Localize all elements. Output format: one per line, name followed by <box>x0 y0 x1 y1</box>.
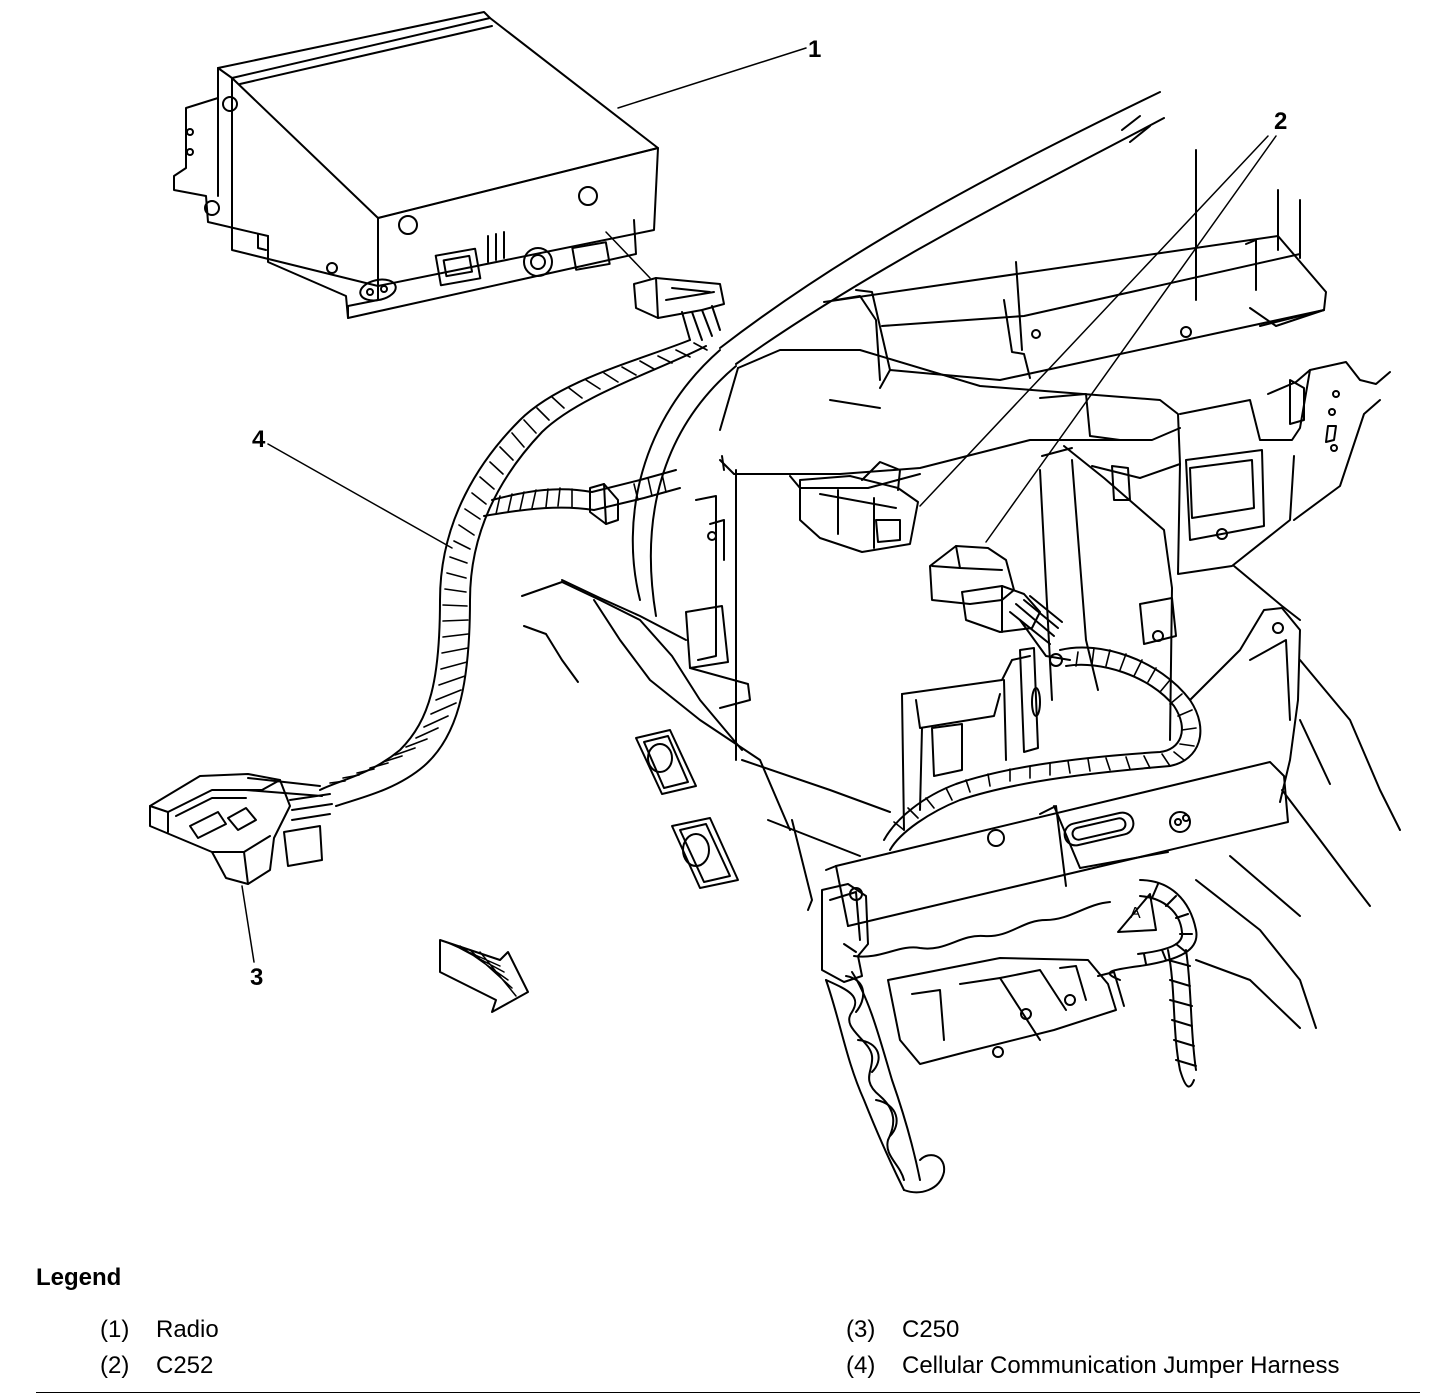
jumper-harness <box>319 339 708 807</box>
callout-3: 3 <box>250 964 264 991</box>
legend-item-number: (1) <box>100 1316 130 1343</box>
view-letter-a: A <box>1130 905 1141 922</box>
console-inserts <box>635 729 739 889</box>
console-bracket <box>821 607 1301 1065</box>
legend-item-c250: (3) C250 <box>846 1316 959 1344</box>
c252-connector <box>929 545 1071 667</box>
bottom-rule <box>36 1392 1420 1393</box>
legend-item-radio: (1) Radio <box>100 1316 219 1344</box>
legend-item-jumper-harness: (4) Cellular Communication Jumper Harness <box>846 1352 1340 1380</box>
instrument-panel <box>521 91 1401 1029</box>
legend-item-label: C252 <box>156 1352 214 1379</box>
legend-item-c252: (2) C252 <box>100 1352 213 1380</box>
legend-item-label: Cellular Communication Jumper Harness <box>902 1352 1340 1379</box>
twisted-wire-bundles <box>825 879 1198 1194</box>
legend-item-number: (4) <box>846 1352 876 1379</box>
callout-1: 1 <box>808 36 822 63</box>
callout-2: 2 <box>1274 108 1288 135</box>
wiring-diagram: A <box>149 11 1401 1194</box>
radio-connector <box>605 231 725 341</box>
leader-line-2a <box>919 135 1269 507</box>
leader-lines <box>241 47 1277 963</box>
console-harness <box>883 646 1202 851</box>
leader-line-4 <box>267 443 453 549</box>
legend-item-number: (2) <box>100 1352 130 1379</box>
c250-connector <box>149 773 333 885</box>
leader-line-1 <box>617 47 807 109</box>
radio-unit <box>173 11 659 319</box>
leader-line-3 <box>241 885 255 963</box>
legend-item-label: C250 <box>902 1316 960 1343</box>
legend-item-label: Radio <box>156 1316 219 1343</box>
leader-line-2b <box>985 135 1277 543</box>
legend-title: Legend <box>36 1264 122 1291</box>
legend-item-number: (3) <box>846 1316 876 1343</box>
direction-arrow <box>439 939 529 1013</box>
callout-4: 4 <box>252 426 266 453</box>
